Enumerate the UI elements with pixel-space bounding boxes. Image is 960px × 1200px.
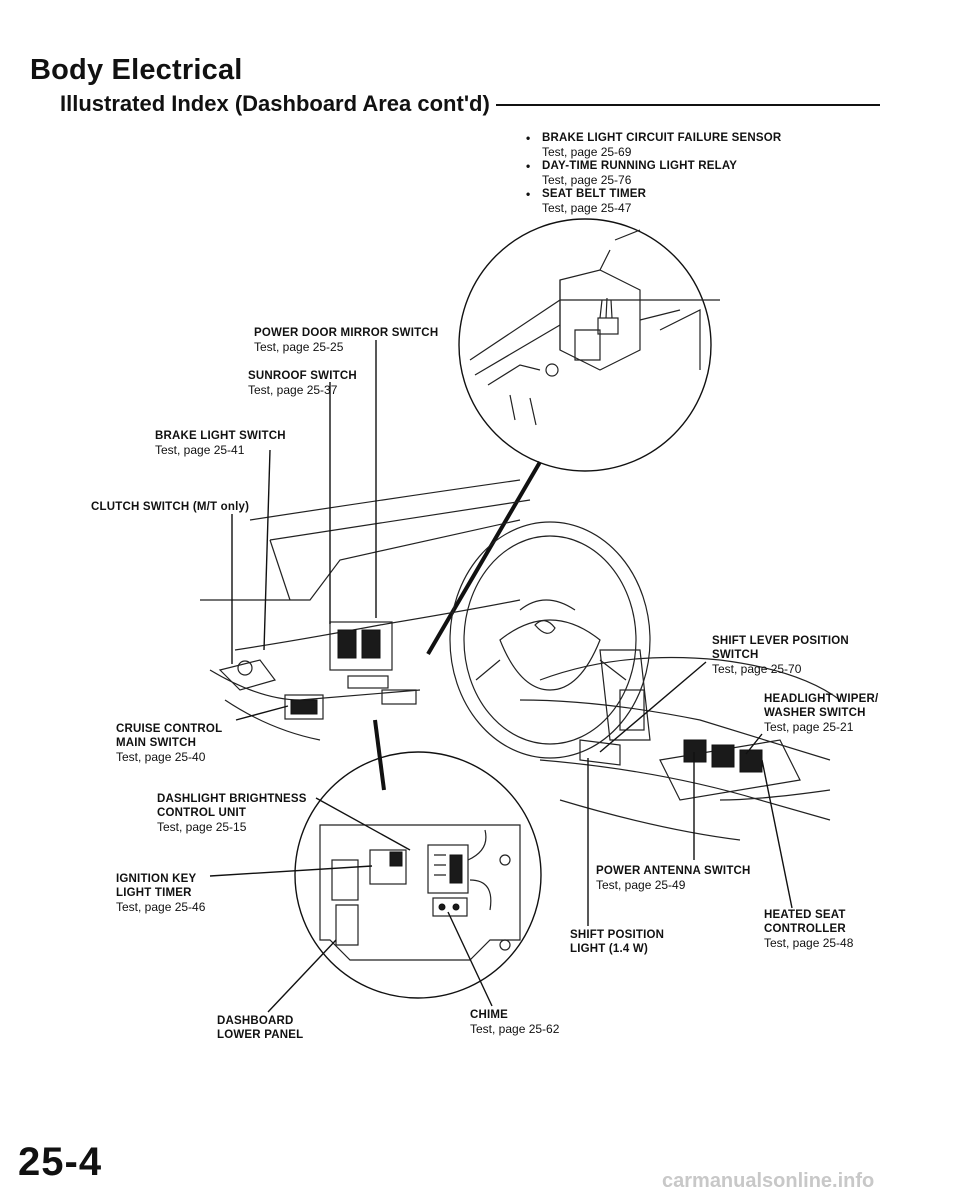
page-number: 25-4 [18,1140,103,1184]
header-rule [496,104,880,106]
bullet-list: • BRAKE LIGHT CIRCUIT FAILURE SENSOR Tes… [524,131,781,215]
label-shift-position-light: SHIFT POSITION LIGHT (1.4 W) [570,929,665,955]
leader-lines [209,340,793,1013]
lower-panel-detail-circle [294,751,542,999]
label-heated-seat-controller: HEATED SEAT CONTROLLER Test, page 25-48 [764,909,854,950]
label-shift-lever-position-switch: SHIFT LEVER POSITION SWITCH Test, page 2… [712,635,849,676]
label-headlight-wiper-washer-switch: HEADLIGHT WIPER/ WASHER SWITCH Test, pag… [764,693,879,734]
dashboard-drawing [200,479,841,841]
bullet-item: • SEAT BELT TIMER Test, page 25-47 [526,187,647,215]
label-dashlight-brightness-control-unit: DASHLIGHT BRIGHTNESS CONTROL UNIT Test, … [157,793,307,834]
bullet-item: • DAY-TIME RUNNING LIGHT RELAY Test, pag… [526,159,738,187]
bullet-item: • BRAKE LIGHT CIRCUIT FAILURE SENSOR Tes… [526,131,782,159]
label-clutch-switch: CLUTCH SWITCH (M/T only) [91,501,250,513]
label-ignition-key-light-timer: IGNITION KEY LIGHT TIMER Test, page 25-4… [116,873,206,914]
label-power-antenna-switch: POWER ANTENNA SWITCH Test, page 25-49 [596,865,751,892]
label-cruise-control-main-switch: CRUISE CONTROL MAIN SWITCH Test, page 25… [116,723,223,764]
label-chime: CHIME Test, page 25-62 [470,1009,560,1036]
label-sunroof-switch: SUNROOF SWITCH Test, page 25-37 [248,370,357,397]
page-title: Body Electrical [30,54,243,86]
relay-detail-circle [458,218,720,472]
label-dashboard-lower-panel: DASHBOARD LOWER PANEL [217,1015,304,1041]
label-power-door-mirror-switch: POWER DOOR MIRROR SWITCH Test, page 25-2… [254,327,439,354]
section-subtitle: Illustrated Index (Dashboard Area cont'd… [60,91,490,116]
label-brake-light-switch: BRAKE LIGHT SWITCH Test, page 25-41 [155,430,286,457]
watermark: carmanualsonline.info [662,1170,875,1192]
